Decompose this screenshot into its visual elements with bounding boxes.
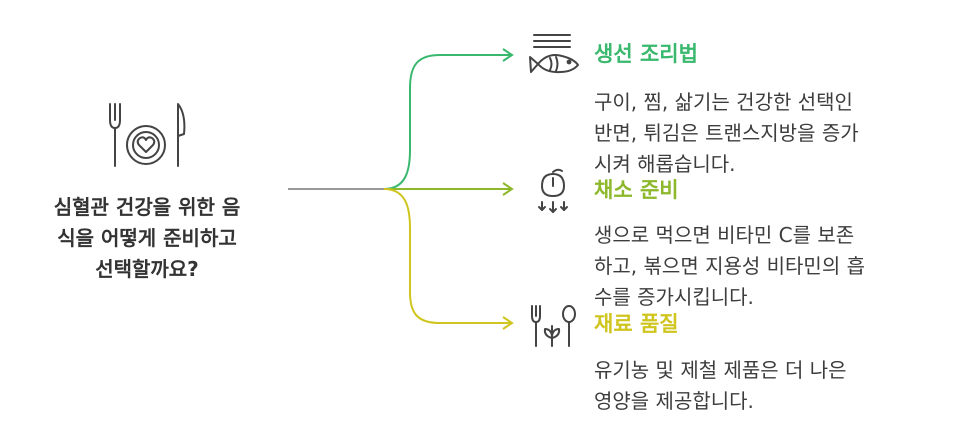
branch-description-fish: 구이, 찜, 삶기는 건강한 선택인 반면, 튀김은 트랜스지방을 증가 시켜 … <box>594 90 859 176</box>
branch-title-fish: 생선 조리법 <box>594 42 698 66</box>
branch-title-quality: 재료 품질 <box>594 312 679 336</box>
vegetable-icon <box>538 168 568 213</box>
branch-title-vegetable: 채소 준비 <box>594 178 679 202</box>
branch-description-quality: 유기농 및 제철 제품은 더 나은 영양을 제공합니다. <box>594 358 847 413</box>
organic-produce-icon <box>531 305 576 347</box>
branch-line-fish <box>383 54 512 190</box>
plate-utensils-heart-icon <box>109 103 186 167</box>
center-question: 심혈관 건강을 위한 음 식을 어떻게 준비하고 선택할까요? <box>53 195 241 281</box>
arrow-head-quality <box>502 316 514 330</box>
arrow-head-fish <box>502 48 514 62</box>
arrow-head-vegetable <box>502 182 514 196</box>
branch-line-quality <box>383 188 512 324</box>
branch-description-vegetable: 생으로 먹으면 비타민 C를 보존 하고, 볶으면 지용성 비타민의 흡 수를 … <box>594 223 865 309</box>
fish-icon <box>529 34 579 74</box>
